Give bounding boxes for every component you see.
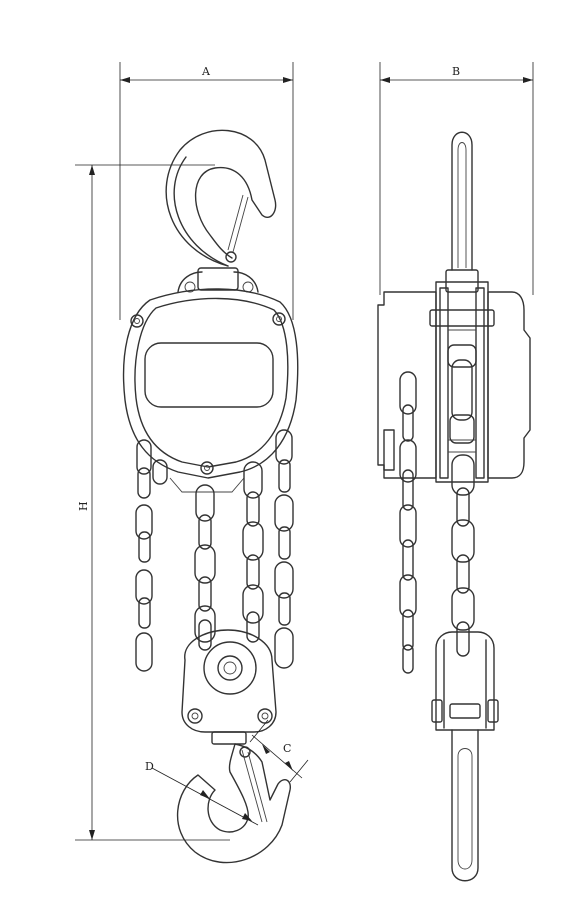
top-hook [165,129,277,267]
dimension-c-label: C [283,742,291,755]
bottom-hook [176,743,292,864]
dimension-d: D [145,760,259,826]
dimension-c: C [249,719,309,783]
front-chains [135,429,294,672]
side-top-hook [451,131,473,271]
dimension-h: H [75,164,230,841]
side-hand-chain [399,371,417,674]
dimension-h-label: H [77,501,90,511]
bottom-block [181,629,277,745]
dimension-a: A [119,62,294,320]
side-bottom-block [431,631,499,731]
dimension-b-label: B [452,65,460,78]
side-housing [377,269,531,483]
side-load-chain [451,454,475,657]
side-view [377,131,531,882]
dimension-b: B [379,62,534,295]
front-view: D C [122,129,309,864]
dimension-d-label: D [145,760,154,773]
dimension-a-label: A [201,65,211,78]
hoist-body [122,288,299,493]
side-bottom-hook [451,729,479,882]
